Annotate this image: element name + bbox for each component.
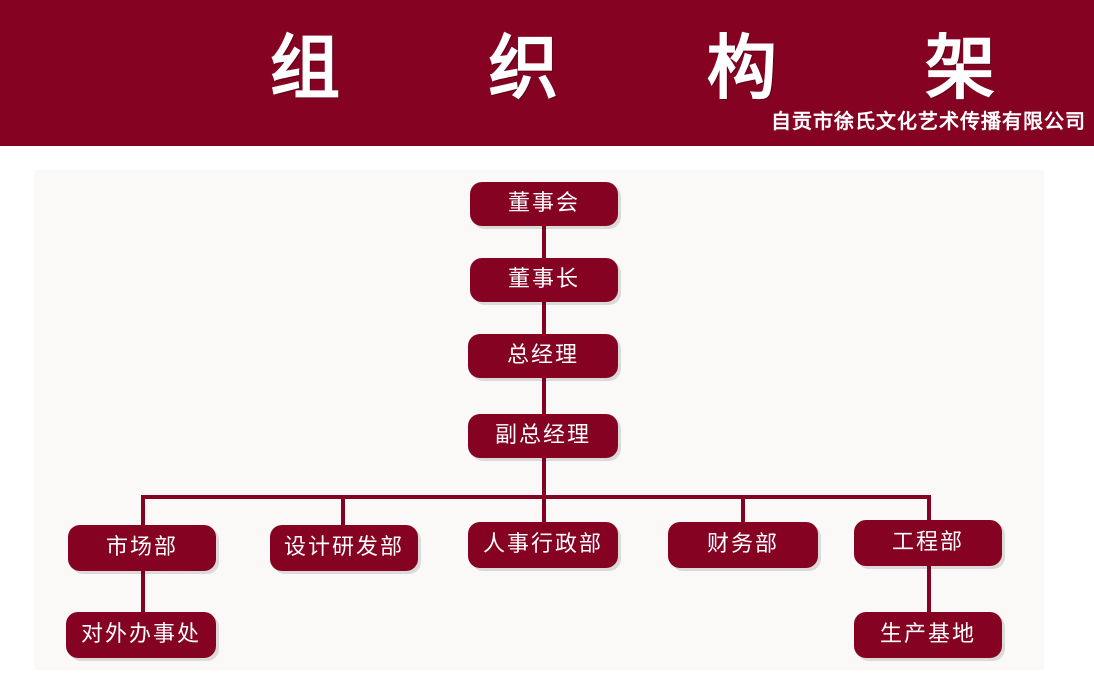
org-node-market-department: 市场部 <box>68 525 216 571</box>
page-title: 组 织 构 架 <box>270 26 1058 109</box>
header-banner: 组 织 构 架 自贡市徐氏文化艺术传播有限公司 <box>0 0 1094 146</box>
org-node-production-base: 生产基地 <box>854 612 1002 658</box>
org-node-external-office: 对外办事处 <box>66 612 216 658</box>
org-node-board: 董事会 <box>470 182 618 226</box>
org-node-engineering-department: 工程部 <box>854 520 1002 566</box>
company-name: 自贡市徐氏文化艺术传播有限公司 <box>771 109 1086 133</box>
org-node-hr-admin-department: 人事行政部 <box>468 522 618 568</box>
org-node-finance-department: 财务部 <box>668 522 818 568</box>
org-node-general-manager: 总经理 <box>468 334 618 378</box>
org-node-design-rd-department: 设计研发部 <box>270 525 418 571</box>
org-node-deputy-general-manager: 副总经理 <box>468 414 618 458</box>
org-node-chairman: 董事长 <box>470 258 618 302</box>
